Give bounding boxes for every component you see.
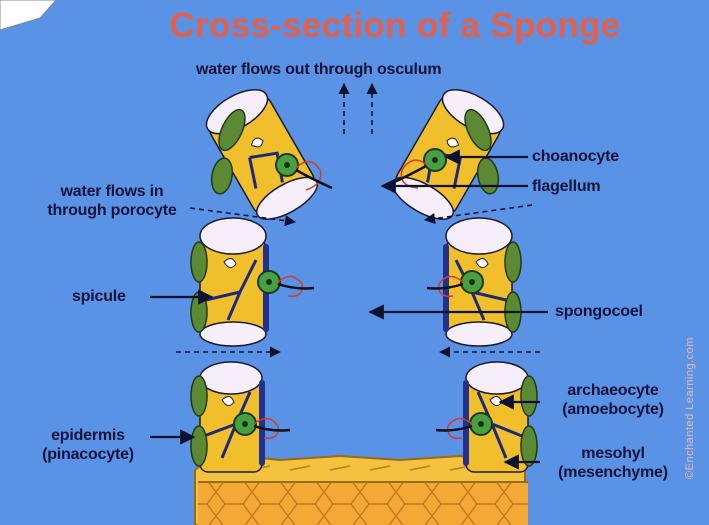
inner-lining	[259, 244, 469, 466]
label-epidermis-line2: (pinacocyte)	[18, 445, 158, 464]
label-water-inflow-line1: water flows in	[22, 182, 202, 201]
diagram-title: Cross-section of a Sponge	[0, 6, 709, 46]
label-archaeocyte-line1: archaeocyte	[538, 381, 688, 400]
label-spicule: spicule	[72, 287, 126, 306]
label-epidermis-line1: epidermis	[18, 426, 158, 445]
label-choanocyte: choanocyte	[532, 147, 619, 166]
label-archaeocyte: archaeocyte (amoebocyte)	[538, 381, 688, 419]
label-water-inflow-line2: through porocyte	[22, 201, 202, 220]
label-epidermis: epidermis (pinacocyte)	[18, 426, 158, 464]
label-mesohyl: mesohyl (mesenchyme)	[538, 444, 688, 482]
label-mesohyl-line1: mesohyl	[538, 444, 688, 463]
label-mesohyl-line2: (mesenchyme)	[538, 463, 688, 482]
cell-right-top	[387, 81, 511, 228]
watermark: ©Enchanted Learning.com	[684, 337, 696, 479]
label-spongocoel: spongocoel	[555, 302, 643, 321]
label-flagellum: flagellum	[532, 177, 600, 196]
label-archaeocyte-line2: (amoebocyte)	[538, 400, 688, 419]
cell-left-middle	[200, 218, 266, 346]
cell-left-top	[200, 81, 324, 228]
label-water-inflow: water flows in through porocyte	[22, 182, 202, 220]
label-osculum: water flows out through osculum	[196, 60, 441, 79]
